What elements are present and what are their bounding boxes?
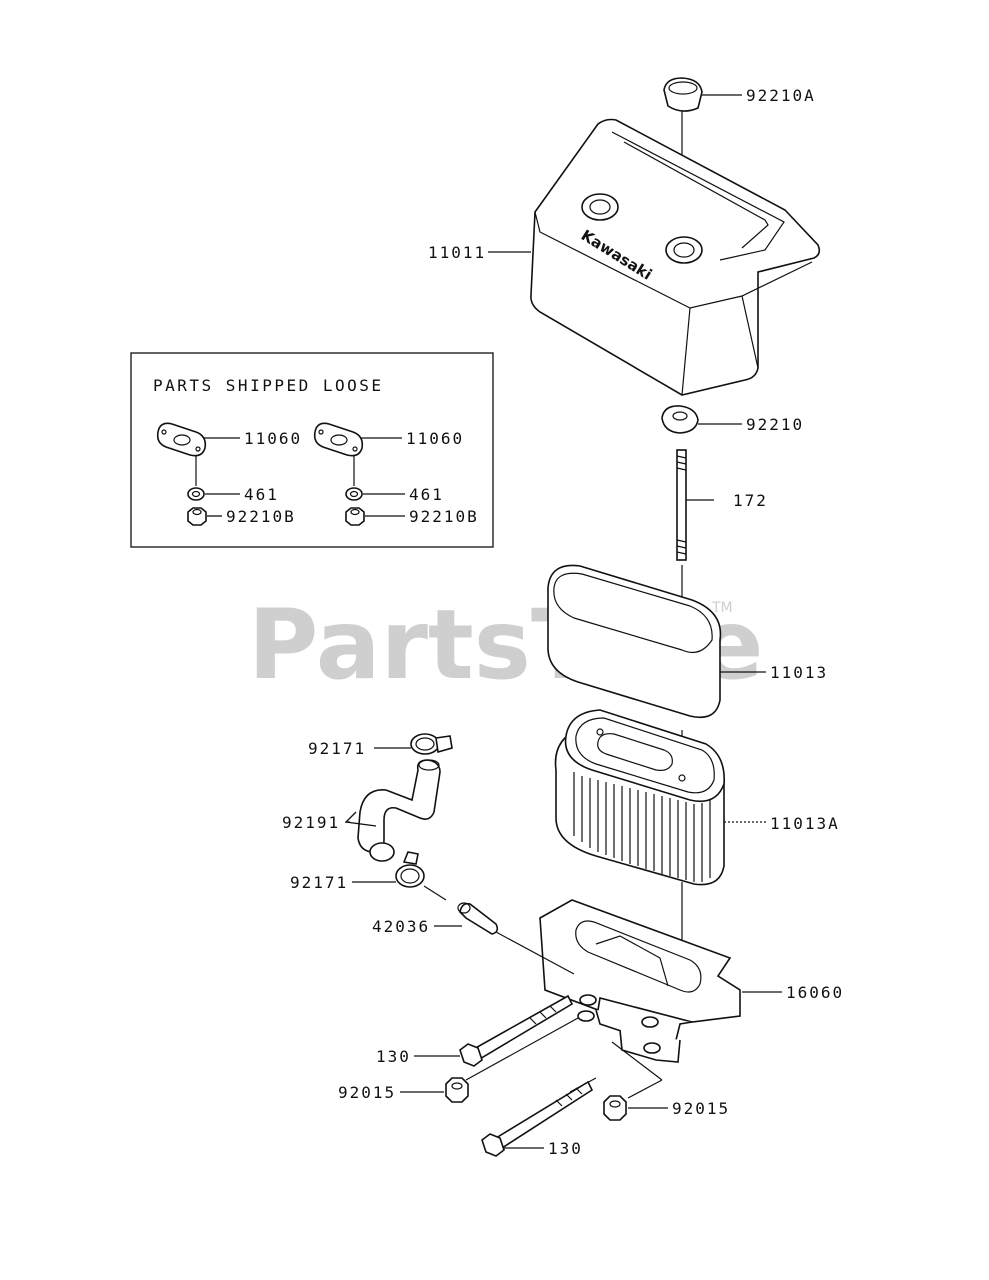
label-92171-lower: 92171 — [290, 873, 348, 892]
label-92015-left: 92015 — [338, 1083, 396, 1102]
label-461-left: 461 — [244, 485, 279, 504]
watermark-trademark: TM — [711, 600, 733, 616]
label-11013: 11013 — [770, 663, 828, 682]
air-cleaner-cover-11011[interactable]: Kawasaki — [530, 118, 821, 396]
label-11060-right: 11060 — [406, 429, 464, 448]
label-16060: 16060 — [786, 983, 844, 1002]
gasket-11060-right[interactable] — [313, 422, 364, 457]
label-92191: 92191 — [282, 813, 340, 832]
air-cleaner-base-16060[interactable] — [539, 899, 741, 1063]
label-172: 172 — [733, 491, 768, 510]
label-42036: 42036 — [372, 917, 430, 936]
lock-washer-461-right[interactable] — [345, 487, 363, 501]
hose-clamp-92171-lower[interactable] — [395, 851, 425, 888]
loose-box-title: PARTS SHIPPED LOOSE — [153, 376, 384, 395]
breather-fitting-42036[interactable] — [457, 902, 499, 935]
flange-nut-92015-right[interactable] — [603, 1095, 627, 1121]
hose-clamp-92171-upper[interactable] — [410, 733, 453, 755]
bolt-130-lower[interactable] — [481, 1080, 594, 1157]
label-11011: 11011 — [428, 243, 486, 262]
label-461-right: 461 — [409, 485, 444, 504]
nut-92210B-left[interactable] — [187, 507, 207, 526]
label-92210A: 92210A — [746, 86, 816, 105]
label-92210B-right: 92210B — [409, 507, 479, 526]
wing-nut-92210[interactable] — [661, 405, 699, 434]
flange-nut-92015-left[interactable] — [445, 1077, 469, 1103]
label-92210: 92210 — [746, 415, 804, 434]
bolt-130-upper[interactable] — [459, 994, 574, 1067]
gasket-11060-left[interactable] — [156, 422, 207, 457]
lock-washer-461-left[interactable] — [187, 487, 205, 501]
parts-shipped-loose-box: PARTS SHIPPED LOOSE 11060 461 92210B — [130, 352, 494, 548]
breather-hose-92191[interactable] — [357, 759, 441, 862]
label-92015-right: 92015 — [672, 1099, 730, 1118]
label-92171-upper: 92171 — [308, 739, 366, 758]
wing-knob-92210A[interactable] — [663, 77, 703, 112]
label-130-lower: 130 — [548, 1139, 583, 1158]
stud-172[interactable] — [676, 449, 687, 561]
air-filter-element-11013A[interactable] — [554, 709, 725, 886]
pre-cleaner-11013[interactable] — [547, 564, 722, 719]
nut-92210B-right[interactable] — [345, 507, 365, 526]
label-11013A: 11013A — [770, 814, 840, 833]
label-11060-left: 11060 — [244, 429, 302, 448]
label-130-upper: 130 — [376, 1047, 411, 1066]
label-92210B-left: 92210B — [226, 507, 296, 526]
